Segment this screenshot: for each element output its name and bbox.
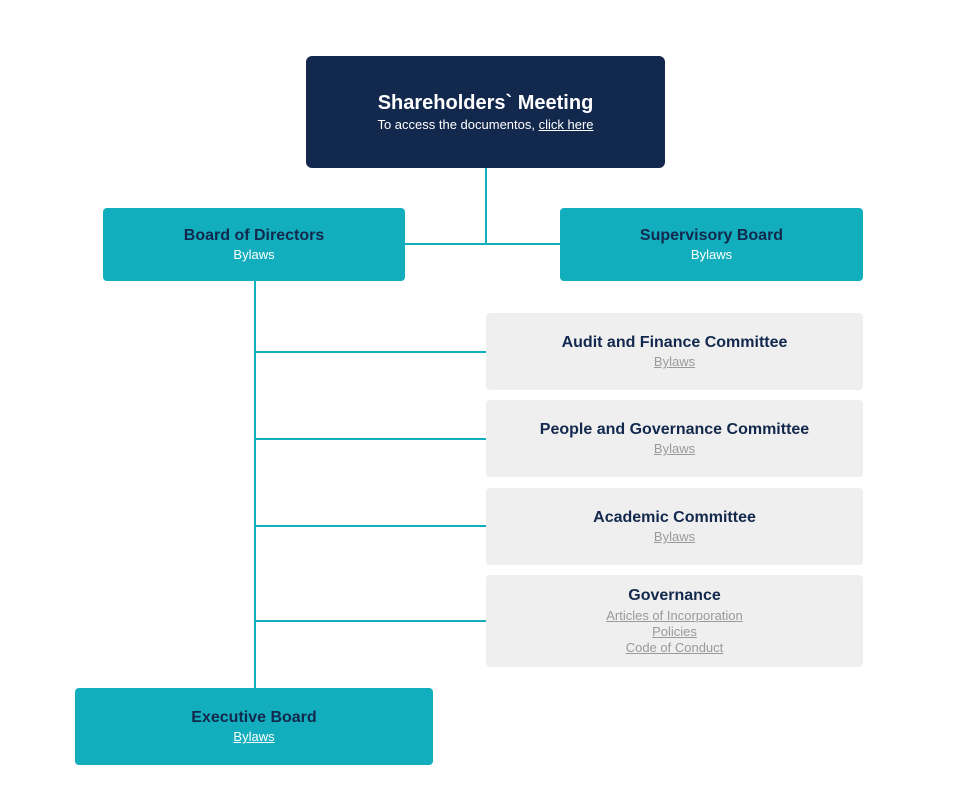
governance-title: Governance: [628, 587, 721, 605]
policies-link[interactable]: Policies: [652, 623, 697, 639]
shareholders-meeting-title: Shareholders` Meeting: [377, 92, 594, 114]
articles-of-incorporation-link[interactable]: Articles of Incorporation: [606, 607, 743, 623]
executive-board-links: Bylaws: [233, 729, 274, 745]
click-here-link[interactable]: click here: [538, 117, 594, 132]
people-governance-committee-links: Bylaws: [654, 441, 695, 457]
board-of-directors-title: Board of Directors: [183, 226, 325, 244]
academic-committee-node: Academic Committee Bylaws: [486, 488, 863, 565]
shareholders-meeting-subtitle: To access the documentos, click here: [377, 117, 593, 133]
audit-finance-committee-links: Bylaws: [654, 354, 695, 370]
people-governance-committee-title: People and Governance Committee: [539, 420, 810, 438]
supervisory-board-bylaws: Bylaws: [690, 247, 733, 263]
people-governance-committee-node: People and Governance Committee Bylaws: [486, 400, 863, 477]
code-of-conduct-link[interactable]: Code of Conduct: [625, 639, 724, 655]
board-of-directors-bylaws: Bylaws: [233, 247, 275, 263]
audit-finance-bylaws-link[interactable]: Bylaws: [653, 354, 696, 370]
executive-board-bylaws-link[interactable]: Bylaws: [233, 729, 275, 745]
supervisory-board-node: Supervisory Board Bylaws: [560, 208, 863, 281]
audit-finance-committee-node: Audit and Finance Committee Bylaws: [486, 313, 863, 390]
shareholders-meeting-node: Shareholders` Meeting To access the docu…: [306, 56, 665, 168]
people-governance-bylaws-link[interactable]: Bylaws: [653, 441, 696, 457]
governance-node: Governance Articles of Incorporation Pol…: [486, 575, 863, 667]
academic-bylaws-link[interactable]: Bylaws: [653, 529, 696, 545]
executive-board-node: Executive Board Bylaws: [75, 688, 433, 765]
audit-finance-committee-title: Audit and Finance Committee: [561, 333, 788, 351]
governance-links: Articles of Incorporation Policies Code …: [606, 608, 743, 656]
executive-board-title: Executive Board: [191, 708, 317, 726]
academic-committee-links: Bylaws: [654, 529, 695, 545]
supervisory-board-title: Supervisory Board: [639, 226, 784, 244]
academic-committee-title: Academic Committee: [593, 508, 756, 526]
shareholders-subtitle-text: To access the documentos,: [377, 117, 539, 132]
board-of-directors-node: Board of Directors Bylaws: [103, 208, 405, 281]
